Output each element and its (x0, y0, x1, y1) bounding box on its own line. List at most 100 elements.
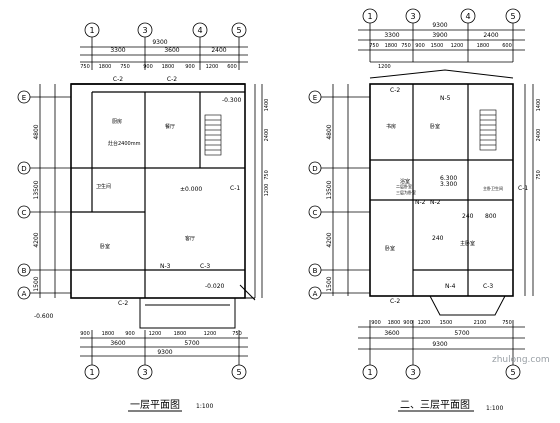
window-tag: C-1 (230, 185, 240, 192)
dim-top-row2: 750 (401, 43, 411, 49)
window-tag: C-3 (483, 283, 493, 290)
dim-top-row2: 900 (185, 64, 195, 70)
annotation: 灶台2400mm (108, 140, 141, 147)
partitions (370, 84, 513, 296)
dim-top-row2: 1200 (451, 43, 464, 49)
dim-top: 3300 (384, 32, 399, 39)
plan1-text: 1 3 4 5 3300 3600 2400 9300 750 1800 750… (21, 26, 270, 377)
door-tag: N-3 (160, 263, 171, 270)
dim-top-row2: 900 (415, 43, 425, 49)
door-tag: N-5 (440, 95, 451, 102)
door-tag: N-4 (445, 283, 456, 290)
grid-label-top: 4 (465, 12, 470, 21)
dim-bottom: 900 (125, 331, 135, 337)
room-label: 三层为卧室 (396, 189, 416, 195)
dim-top-small: 1200 (378, 64, 391, 70)
window-tag: C-2 (167, 76, 177, 83)
dim-top-row2: 900 (143, 64, 153, 70)
dim-top-total: 9300 (152, 39, 167, 46)
grid-label-left: A (22, 290, 27, 298)
dim-left: 1500 (326, 276, 333, 291)
door-tag: N-2 (430, 199, 441, 206)
dim-left: 4200 (33, 232, 40, 247)
dim-bottom: 1800 (102, 331, 115, 337)
dim-bottom: 1800 (174, 331, 187, 337)
dim-top-row2: 1800 (162, 64, 175, 70)
dim-right: 2400 (536, 129, 542, 142)
room-label: 二层卧室 (396, 183, 412, 189)
dim-top-row2: 750 (80, 64, 90, 70)
grid-label-bottom: 1 (367, 368, 372, 377)
grid-label-left: B (313, 267, 318, 275)
grid-label-left: C (22, 209, 27, 217)
dim-bottom-total: 9300 (432, 341, 447, 348)
level-mark: -0.300 (222, 97, 242, 104)
dim-top-total: 9300 (432, 22, 447, 29)
grid-label-top: 4 (197, 26, 202, 35)
dim-bottom: 5700 (184, 340, 199, 347)
door-tag: N-2 (415, 199, 426, 206)
window-tag: C-1 (518, 185, 528, 192)
grid-label-top: 1 (89, 26, 94, 35)
window-tag: C-2 (118, 300, 128, 307)
outer-walls (369, 83, 514, 297)
room-label: 书房 (386, 123, 396, 130)
plan1-title: 一层平面图 (130, 399, 180, 411)
plan1-scale: 1:100 (196, 403, 213, 410)
dim-bottom: 3600 (110, 340, 125, 347)
level-mark: 6.300 (440, 175, 457, 182)
plan2-text: 1 3 4 5 9300 3300 3900 2400 750 1800 750… (312, 12, 542, 377)
level-mark: -0.020 (205, 283, 225, 290)
grid-label-top: 1 (367, 12, 372, 21)
room-label: 主卧卫生间 (483, 185, 503, 191)
level-mark: ±0.000 (180, 186, 202, 193)
dim-left: 4200 (326, 232, 333, 247)
dim-inner: 240 (432, 235, 444, 242)
dim-bottom: 3600 (384, 330, 399, 337)
window-tag: C-2 (390, 298, 400, 305)
grid-label-bottom: 3 (410, 368, 415, 377)
level-mark: 3.300 (440, 181, 457, 188)
grid-label-top: 3 (410, 12, 415, 21)
partitions (71, 91, 245, 298)
dim-right: 1400 (536, 99, 542, 112)
grid-bubbles-left (17, 84, 71, 300)
dim-bottom: 1500 (440, 320, 453, 326)
grid-label-bottom: 5 (510, 368, 515, 377)
balcony (429, 295, 506, 316)
dim-bottom: 900 (403, 320, 413, 326)
grid-bubbles-bottom (80, 330, 248, 380)
grid-bubbles-top (84, 22, 247, 70)
grid-label-left: D (312, 165, 317, 173)
grid-label-left: A (313, 290, 318, 298)
dim-inner: 800 (485, 213, 497, 220)
room-label: 卧室 (385, 245, 395, 252)
grid-bubbles-bottom (358, 320, 525, 380)
dim-bottom-total: 9300 (157, 349, 172, 356)
dim-bottom: 900 (371, 320, 381, 326)
dim-left: 4800 (326, 124, 333, 139)
dim-bottom: 750 (232, 331, 242, 337)
dim-top-row2: 750 (369, 43, 379, 49)
dim-top-row2: 1800 (385, 43, 398, 49)
dim-inner: 240 (462, 213, 474, 220)
grid-label-left: E (313, 94, 317, 102)
dim-top-row2: 1500 (431, 43, 444, 49)
dim-bottom: 900 (80, 331, 90, 337)
dim-bottom: 5700 (454, 330, 469, 337)
dim-top-row2: 750 (120, 64, 130, 70)
outer-walls (70, 83, 246, 299)
plan2-scale: 1:100 (486, 405, 503, 412)
dim-top-row2: 600 (502, 43, 512, 49)
grid-label-top: 5 (510, 12, 515, 21)
grid-label-top: 5 (236, 26, 241, 35)
window-tag: C-2 (390, 87, 400, 94)
dim-top-row2: 600 (227, 64, 237, 70)
dim-right: 1200 (264, 184, 270, 197)
dim-top: 2400 (211, 47, 226, 54)
grid-label-left: D (21, 165, 26, 173)
dim-top: 3900 (432, 32, 447, 39)
dim-left: 13500 (326, 180, 333, 199)
stair-1f (204, 114, 222, 156)
